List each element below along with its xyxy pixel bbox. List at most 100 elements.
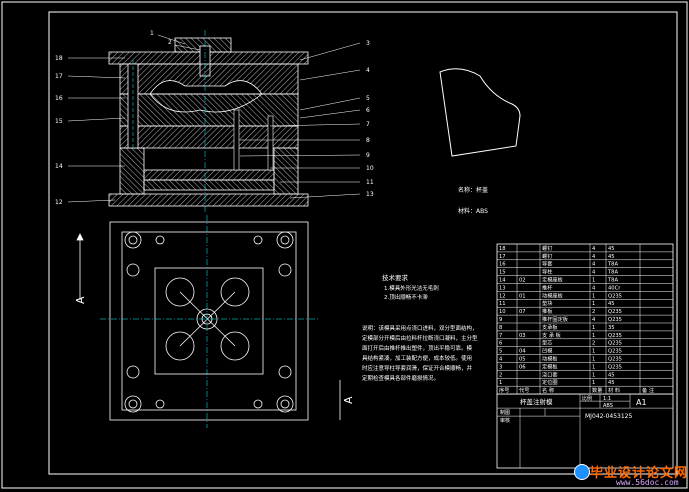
bom-cell-no: 2 <box>499 372 502 378</box>
bom-cell-no: 4 <box>499 357 503 363</box>
bom-cell-no: 6 <box>499 341 502 347</box>
title-drawing-no: MJ042-0453125 <box>585 413 632 420</box>
bom-cell-name: 定模座板 <box>542 276 564 284</box>
note-line-1: 定模部分开模后由拉料杆拉断浇口凝料，主分型 <box>362 334 478 342</box>
bom-cell-name: 支承板 <box>542 323 558 331</box>
section-marks <box>76 233 341 420</box>
bom-cell-qty: 1 <box>592 325 595 331</box>
title-sheet-size: A1 <box>636 398 647 407</box>
part-labels-left: 18 17 16 15 14 12 <box>55 55 63 206</box>
bom-cell-mat: Q235 <box>608 293 622 299</box>
bom-cell-no: 9 <box>499 317 502 323</box>
bom-header-cell: 备 注 <box>642 386 654 394</box>
part-labels-right: 3 4 5 6 7 8 9 10 11 13 <box>366 40 374 198</box>
bom-cell-no: 14 <box>499 278 506 284</box>
label-top-1: 2 <box>168 39 172 46</box>
part-view <box>439 68 521 157</box>
bom-cell-name: 螺钉 <box>542 244 552 252</box>
bom-cell-name: 支 承 板 <box>542 331 562 339</box>
bom-cell-code: 02 <box>519 278 526 284</box>
bom-cell-name: 型芯 <box>542 339 552 347</box>
title-scale-value: 1:1 <box>603 396 611 402</box>
bom-cell-no: 16 <box>499 262 506 268</box>
note-line-0: 说明：该模具采用点浇口进料，双分型面结构， <box>362 324 478 332</box>
plan-view <box>100 215 318 428</box>
bom-cell-name: 导柱 <box>542 268 552 276</box>
bom-cell-qty: 1 <box>592 380 595 386</box>
bom-cell-code: 03 <box>519 333 526 339</box>
watermark-logo-icon <box>574 464 590 480</box>
bom-cell-qty: 4 <box>592 254 596 260</box>
bom-cell-qty: 4 <box>592 270 596 276</box>
notes: 说明：该模具采用点浇口进料，双分型面结构， 定模部分开模后由拉料杆拉断浇口凝料，… <box>362 324 478 382</box>
bom-cell-mat: Q235 <box>608 341 622 347</box>
label-right-5: 8 <box>366 137 370 144</box>
bom-cell-mat: 40Cr <box>608 285 621 291</box>
bom-cell-mat: 45 <box>608 246 615 252</box>
section-mark-right: A <box>342 396 355 404</box>
inner-frame <box>48 11 678 475</box>
bom-cell-no: 15 <box>499 270 506 276</box>
bom-cell-mat: 35 <box>608 325 615 331</box>
title-scale-label: 比例 <box>582 395 592 402</box>
title-checked-label: 审核 <box>500 417 510 424</box>
label-left-1: 17 <box>55 73 63 80</box>
leader-lines <box>67 34 361 203</box>
bom-cell-code: 06 <box>519 364 526 370</box>
bom-cell-qty: 4 <box>592 317 596 323</box>
bom-cell-no: 5 <box>499 349 502 355</box>
label-right-7: 10 <box>366 165 374 172</box>
bom-cell-qty: 1 <box>592 349 595 355</box>
bom-cell-qty: 4 <box>592 262 596 268</box>
label-top-0: 1 <box>150 30 154 37</box>
bom-cell-mat: Q235 <box>608 309 622 315</box>
bom-cell-code: 04 <box>519 349 526 355</box>
bom-cell-qty: 1 <box>592 357 595 363</box>
bom-cell-qty: 1 <box>592 301 595 307</box>
bom-cell-no: 10 <box>499 309 506 315</box>
bom-cell-name: 推杆固定板 <box>542 315 569 323</box>
part-labels-top: 1 2 <box>150 30 172 46</box>
bom-cell-name: 动模板 <box>542 355 558 363</box>
part-material-label: 材料：ABS <box>458 207 488 215</box>
bom-cell-qty: 1 <box>592 333 595 339</box>
bom-cell-no: 1 <box>499 380 502 386</box>
bom-cell-qty: 1 <box>592 293 595 299</box>
bom-cell-no: 13 <box>499 285 506 291</box>
bom-cell-name: 动模座板 <box>542 291 564 299</box>
bom-cell-mat: 45 <box>608 372 615 378</box>
label-right-6: 9 <box>366 152 370 159</box>
bom-header-cell: 数量 <box>592 386 602 394</box>
label-right-2: 5 <box>366 95 370 102</box>
bom-header-cell: 名 称 <box>542 386 554 394</box>
title-drawn-label: 制图 <box>500 409 510 416</box>
bom-cell-name: 垫块 <box>542 299 553 307</box>
note-line-2: 面打开后由推杆推出塑件，顶出平稳可靠。模 <box>362 344 473 352</box>
bom-cell-name: 螺钉 <box>542 252 552 260</box>
label-left-3: 15 <box>55 118 63 125</box>
bom-cell-mat: T8A <box>607 278 618 284</box>
bom-cell-name: 推板 <box>542 307 553 315</box>
watermark-url: www.56doc.com <box>616 478 679 487</box>
bom-header-cell: 序号 <box>499 386 509 394</box>
bom-cell-mat: Q235 <box>608 364 622 370</box>
title-drawing-name: 杯盖注射模 <box>520 397 553 406</box>
label-left-4: 14 <box>55 163 63 170</box>
bom-cell-mat: 45 <box>608 380 615 386</box>
label-right-1: 4 <box>366 67 370 74</box>
title-material-value: ABS <box>603 403 613 409</box>
bom-cell-name: 定模板 <box>542 362 558 370</box>
bom-cell-name: 导套 <box>542 260 553 268</box>
bom-cell-no: 12 <box>499 293 506 299</box>
section-mark-left: A <box>74 296 87 304</box>
bom-header-cell: 材 料 <box>608 386 620 394</box>
bom-cell-no: 18 <box>499 246 506 252</box>
label-right-0: 3 <box>366 40 370 47</box>
label-right-4: 7 <box>366 121 370 128</box>
bom-cell-no: 17 <box>499 254 506 260</box>
note-line-4: 时应注意导柱导套润滑，保证开合模顺畅，并 <box>362 364 473 372</box>
bom-cell-code: 05 <box>519 357 526 363</box>
part-name-label: 名称：杯盖 <box>458 186 488 194</box>
